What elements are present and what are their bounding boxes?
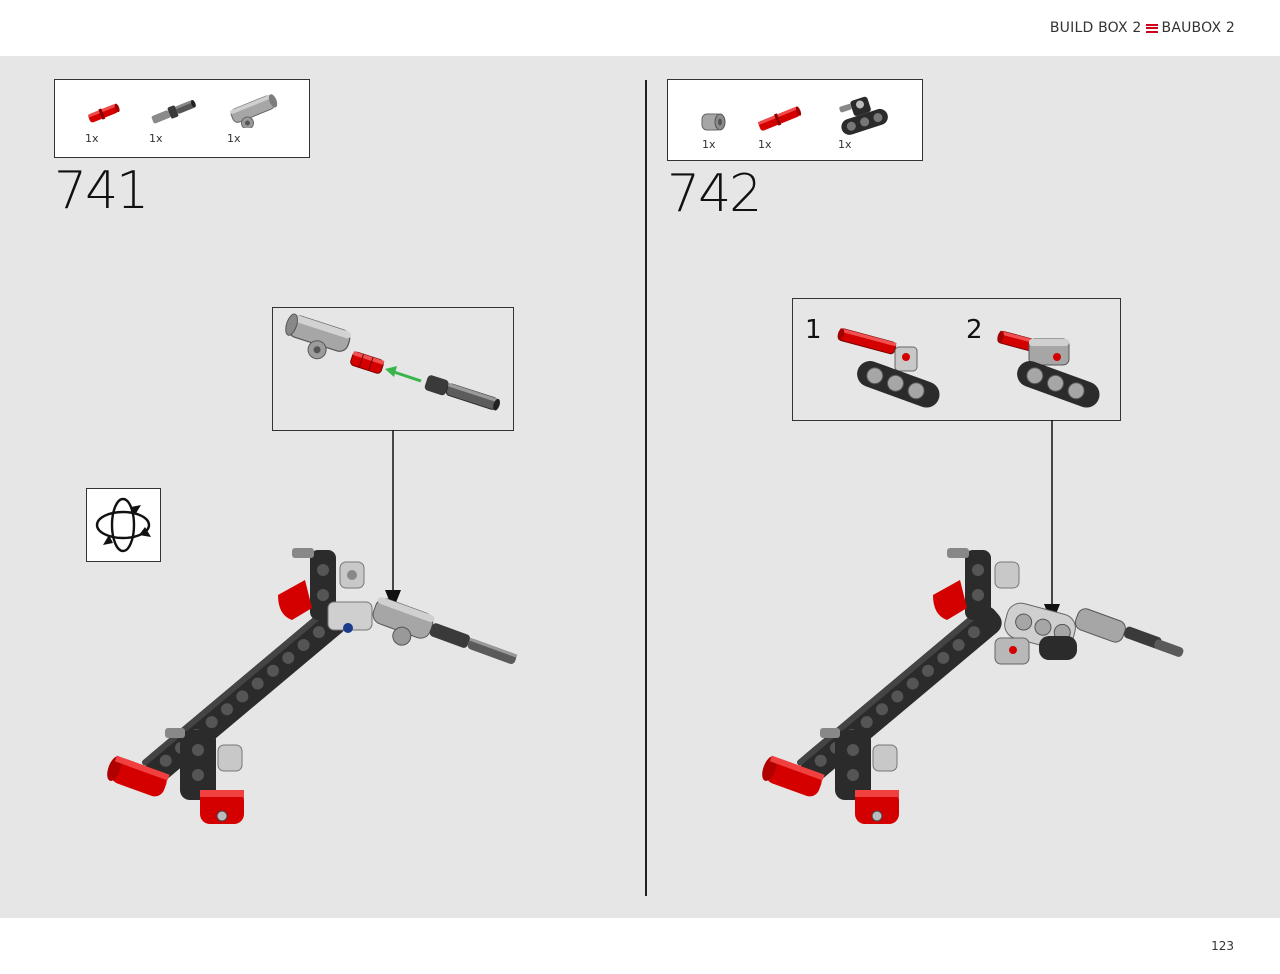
sub-assembly-callout-741 [272,307,514,431]
part-qty: 1x [838,138,852,151]
rotate-model-icon [95,497,151,553]
substep-1-illustration [837,327,940,408]
part-qty: 1x [149,132,163,145]
grey-axle-pin-icon [151,99,196,124]
red-axle-pin-icon [757,106,802,131]
parts-list-742: 1x 1x 1x [667,79,923,161]
build-box-title: BUILD BOX 2 BAUBOX 2 [1050,20,1235,36]
page-footer [0,918,1280,974]
substep-number-2: 2 [966,315,983,345]
rotate-model-box [86,488,161,562]
model-illustration-741 [107,548,518,824]
grey-bush-icon [701,113,726,131]
sub-assembly-callout-742: 1 2 [792,298,1121,421]
part-qty: 1x [227,132,241,145]
step-divider [645,80,647,896]
step-number-741: 741 [54,161,149,221]
build-box-label: BUILD BOX 2 [1049,20,1142,36]
part-qty: 1x [758,138,772,151]
part-qty: 1x [85,132,99,145]
step-number-742: 742 [667,164,762,224]
substep-number-1: 1 [805,315,822,345]
part-qty: 1x [702,138,716,151]
callout-leader-arrow-741 [385,430,401,610]
red-axle-pin-icon [88,103,120,123]
sub-assembly-illustration [285,313,500,411]
baubox-label: BAUBOX 2 [1161,20,1235,36]
grey-axle-connector-icon [230,94,278,128]
substep-2-illustration [997,330,1100,408]
flag-icon [1145,23,1158,33]
model-illustration-742 [762,548,1184,824]
page-header: BUILD BOX 2 BAUBOX 2 [0,0,1280,56]
page-number: 123 [1211,939,1234,953]
parts-list-741: 1x 1x 1x [54,79,310,158]
black-beam-3-with-pins-icon [839,96,888,135]
